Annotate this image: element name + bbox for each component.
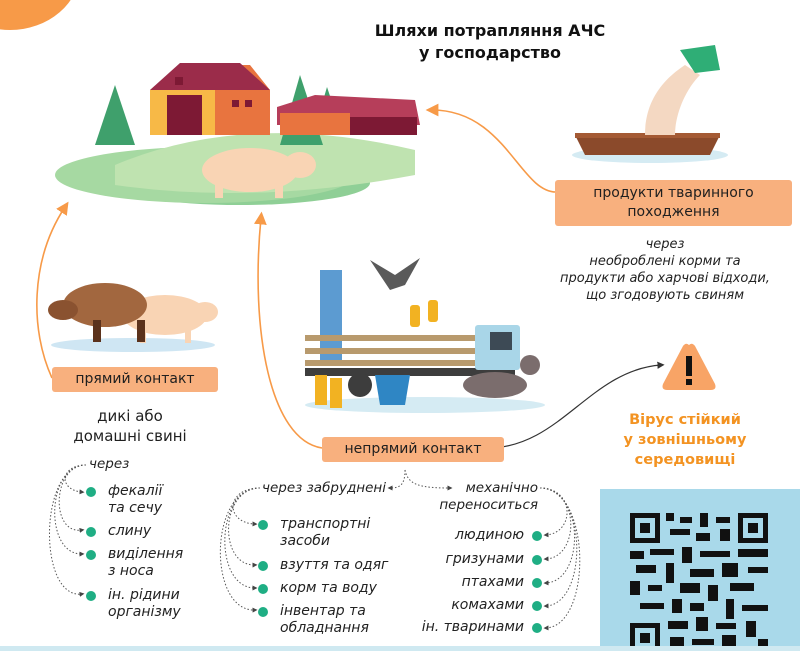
bullet-dot <box>258 561 268 571</box>
list-item: комахами <box>451 597 542 614</box>
bullet-dot <box>258 607 268 617</box>
bullet-dot <box>532 601 542 611</box>
feed-trough-illustration <box>572 45 728 163</box>
bullet-dot <box>532 555 542 565</box>
list-item: гризунами <box>446 551 542 568</box>
bullet-dot <box>86 550 96 560</box>
direct-via-label: через <box>89 456 130 472</box>
bullet-dot <box>86 527 96 537</box>
qr-code[interactable] <box>630 513 768 651</box>
bullet-dot <box>258 520 268 530</box>
list-item: птахами <box>462 574 542 591</box>
bullet-dot <box>86 487 96 497</box>
list-item: корм та воду <box>258 580 377 597</box>
warning-triangle-icon <box>662 343 716 390</box>
list-item: людиною <box>455 527 542 544</box>
bullet-dot <box>532 623 542 633</box>
mechanical-label: механічно переноситься <box>439 480 538 513</box>
direct-contact-tag: прямий контакт <box>52 367 218 392</box>
bullet-dot <box>86 591 96 601</box>
bullet-dot <box>532 578 542 588</box>
animal-products-note: через необроблені корми та продукти або … <box>560 237 770 303</box>
animal-products-tag: продукти тваринного походження <box>555 180 792 226</box>
contaminated-label: через забруднені <box>262 480 387 496</box>
bottom-border <box>0 646 800 651</box>
direct-contact-subtitle: дикі або домашні свині <box>73 407 187 445</box>
page-title: Шляхи потрапляння АЧС у господарство <box>374 21 606 62</box>
list-item: слину <box>86 523 151 540</box>
farm-illustration <box>55 63 420 205</box>
truck-clothes-animals-illustration <box>305 258 545 413</box>
virus-warning-text: Вірус стійкий у зовнішньому середовищі <box>623 412 747 468</box>
list-item: ін. тваринами <box>422 619 542 636</box>
indirect-contact-tag: непрямий контакт <box>322 437 504 462</box>
bullet-dot <box>258 584 268 594</box>
bullet-dot <box>532 531 542 541</box>
wild-boar-and-pig-illustration <box>48 283 218 352</box>
list-item: взуття та одяг <box>258 557 388 574</box>
